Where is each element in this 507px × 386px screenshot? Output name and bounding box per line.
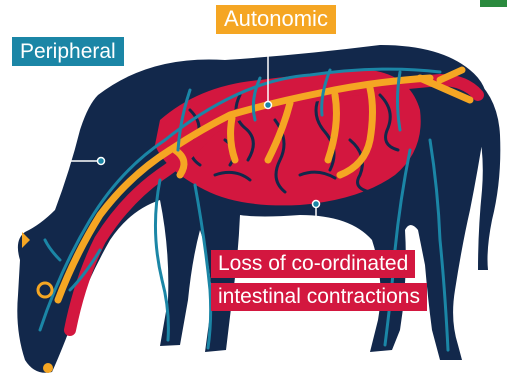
loss-label-line2: intestinal contractions: [211, 283, 427, 311]
peripheral-label: Peripheral: [12, 37, 124, 66]
autonomic-label: Autonomic: [216, 5, 336, 34]
corner-tab: [480, 0, 507, 7]
nose-marker: [43, 363, 53, 373]
loss-label-line1: Loss of co-ordinated: [211, 250, 415, 278]
